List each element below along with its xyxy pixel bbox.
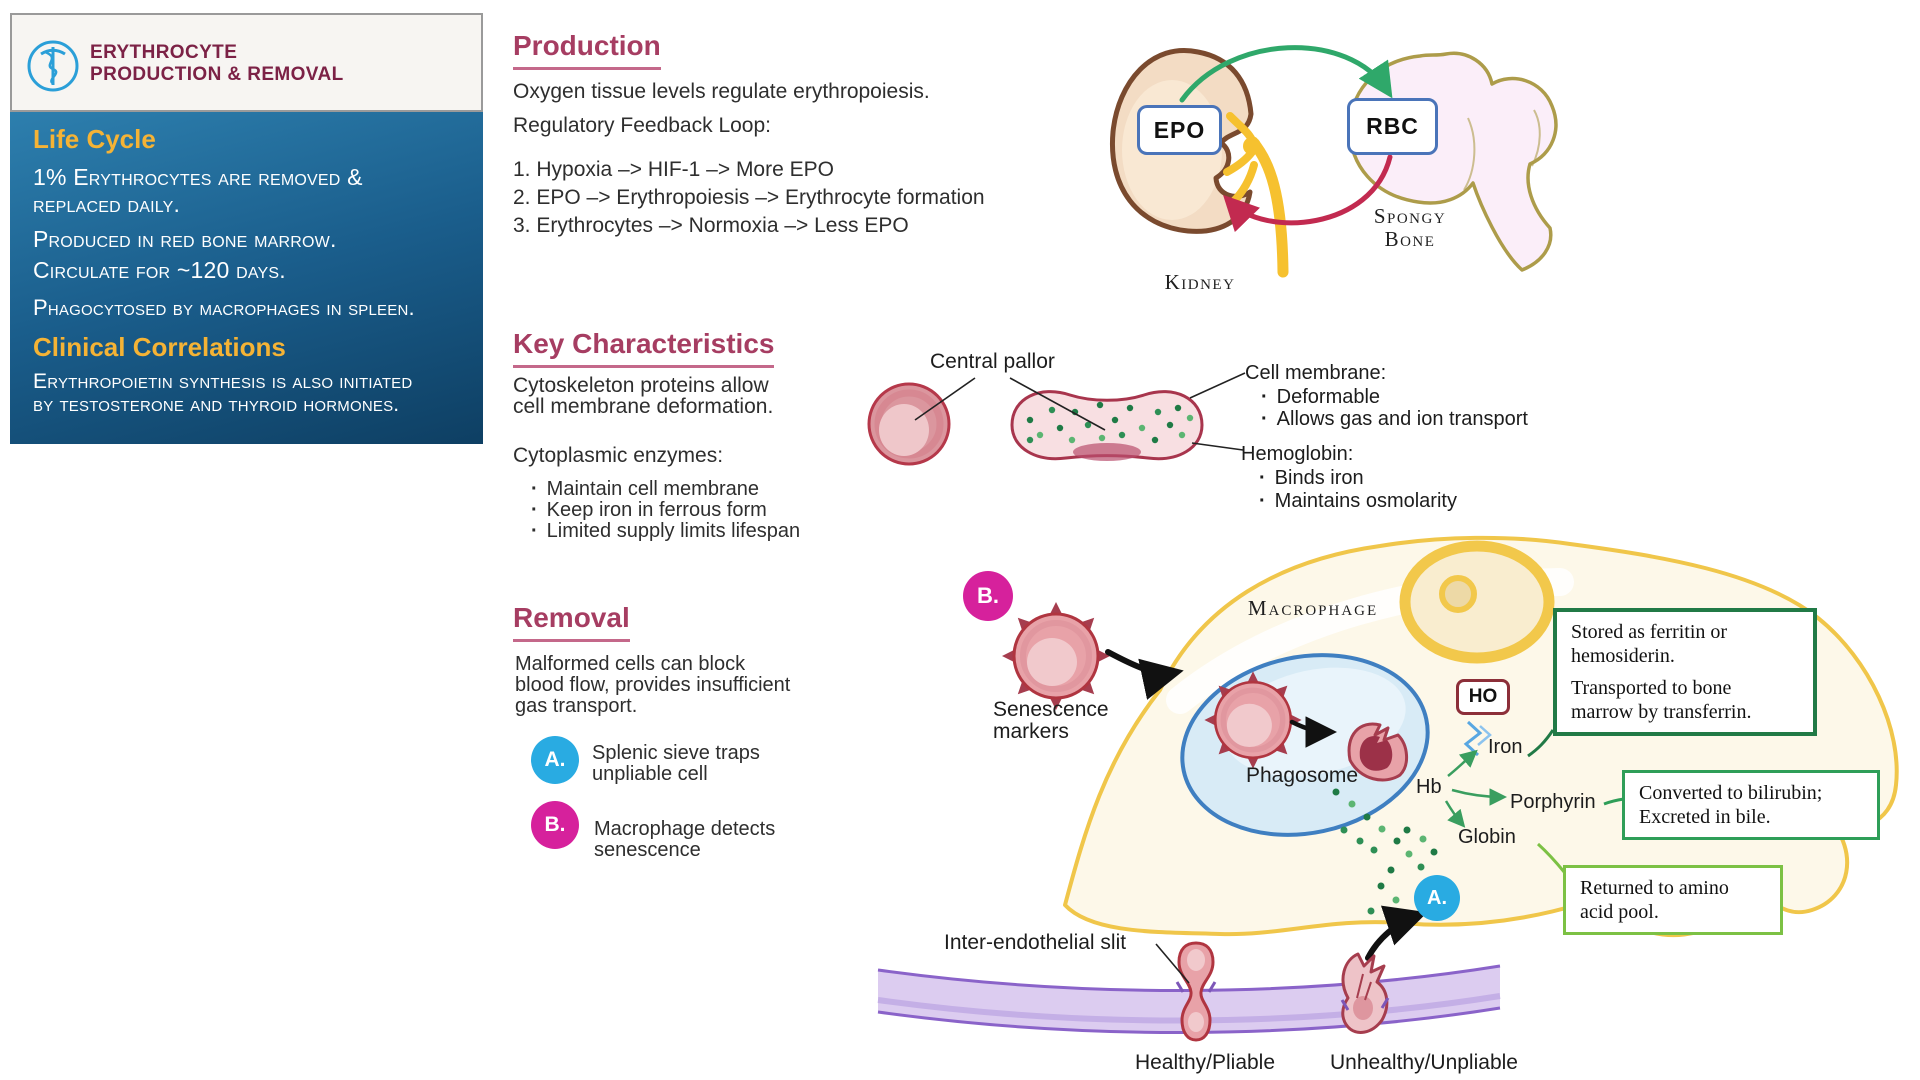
hb-product-arrows (1444, 749, 1507, 828)
trapped-cell-arrow (1365, 905, 1428, 961)
production-heading: Production (513, 30, 661, 70)
life-cycle-heading: Life Cycle (33, 124, 156, 154)
page-title-line2: PRODUCTION & REMOVAL (90, 64, 344, 85)
step-b-text: Macrophage detects (594, 818, 776, 840)
diagram-a-badge: A. (1414, 875, 1460, 921)
key-characteristics-intro: cell membrane deformation. (513, 395, 774, 418)
senescence-markers-label: Senescence (993, 698, 1109, 721)
hemoglobin-bullet: Maintains osmolarity (1259, 490, 1457, 513)
label-pointer-lines (914, 372, 1246, 451)
feedback-loop-illustration (1109, 45, 1558, 278)
healthy-pliable-label: Healthy/Pliable (1134, 1051, 1276, 1074)
cell-membrane-label: Cell membrane: (1245, 362, 1387, 384)
caduceus-icon (27, 40, 79, 92)
feedback-step: 1. Hypoxia –> HIF-1 –> More EPO (513, 158, 834, 181)
production-intro: Oxygen tissue levels regulate erythropoi… (513, 80, 930, 103)
porphyrin-fate-text: Converted to bilirubin; (1639, 782, 1823, 804)
globin-label: Globin (1458, 826, 1516, 848)
spongy-bone-label: Spongy (1373, 204, 1447, 228)
feedback-step: 2. EPO –> Erythropoiesis –> Erythrocyte … (513, 186, 985, 209)
epo-to-rbc-arrow (1179, 45, 1393, 103)
life-cycle-panel: Life Cycle 1% Erythrocytes are removed &… (10, 112, 483, 444)
clinical-correlations-heading: Clinical Correlations (33, 332, 286, 362)
inter-endothelial-slit-label: Inter-endothelial slit (944, 931, 1127, 954)
iron-label: Iron (1488, 736, 1523, 758)
feedback-loop-label: Regulatory Feedback Loop: (513, 114, 771, 137)
step-a-text: unpliable cell (592, 763, 708, 785)
healthy-cell (1175, 941, 1217, 1042)
life-cycle-item: replaced daily. (33, 191, 181, 217)
unhealthy-unpliable-label: Unhealthy/Unpliable (1330, 1051, 1518, 1074)
lysed-rbc-fragment (1347, 722, 1408, 782)
rbc-to-kidney-arrow (1223, 154, 1393, 233)
iron-fate-text: marrow by transferrin. (1571, 701, 1752, 723)
life-cycle-item: Circulate for ~120 days. (33, 257, 286, 283)
spongy-bone-label: Bone (1384, 227, 1436, 251)
life-cycle-item: Phagocytosed by macrophages in spleen. (33, 295, 415, 320)
step-b-badge: B. (531, 801, 579, 849)
rbc-cross-section (1010, 390, 1204, 461)
globin-note-connector (1536, 842, 1567, 874)
rbc-node: RBC (1347, 98, 1438, 155)
hemoglobin-bullet: Binds iron (1259, 467, 1364, 490)
cytoplasmic-enzymes-label: Cytoplasmic enzymes: (513, 444, 724, 467)
porphyrin-fate-text: Excreted in bile. (1639, 806, 1771, 828)
iron-fate-text: hemosiderin. (1571, 645, 1675, 667)
iron-fate-note: Stored as ferritin or hemosiderin. Trans… (1553, 608, 1817, 736)
iron-note-connector (1527, 729, 1555, 758)
central-pallor-label: Central pallor (930, 350, 1055, 373)
globin-fate-text: acid pool. (1580, 901, 1659, 923)
clinical-correlations-text: by testosterone and thyroid hormones. (33, 393, 400, 416)
kidney-label: Kidney (1164, 270, 1236, 294)
enzyme-bullet: Keep iron in ferrous form (531, 499, 767, 522)
unhealthy-cell (1340, 952, 1390, 1034)
feedback-step: 3. Erythrocytes –> Normoxia –> Less EPO (513, 214, 909, 237)
key-characteristics-intro: Cytoskeleton proteins allow (513, 374, 769, 397)
porphyrin-label: Porphyrin (1510, 791, 1596, 813)
enzyme-bullet: Limited supply limits lifespan (531, 520, 800, 543)
epo-node: EPO (1137, 105, 1222, 155)
cell-membrane-bullet: Deformable (1261, 386, 1380, 409)
cell-membrane-bullet: Allows gas and ion transport (1261, 408, 1528, 431)
rbc-morphology-illustration (867, 372, 1246, 466)
removal-intro: blood flow, provides insufficient (515, 674, 791, 696)
globin-fate-note: Returned to amino acid pool. (1563, 865, 1783, 935)
macrophage-label: Macrophage (1247, 596, 1379, 620)
step-b-text: senescence (594, 839, 701, 861)
renal-pelvis-ureter (1223, 112, 1289, 278)
diagram-b-badge: B. (963, 571, 1013, 621)
removal-intro: gas transport. (515, 695, 638, 717)
step-a-badge: A. (531, 736, 579, 784)
hemoglobin-dots (1026, 401, 1194, 444)
digestion-arrow (1289, 716, 1337, 748)
slit-pointer-line (1155, 943, 1190, 984)
life-cycle-item: Produced in red bone marrow. (33, 226, 337, 252)
iron-fate-text: Stored as ferritin or (1571, 621, 1728, 643)
enzyme-bullet: Maintain cell membrane (531, 478, 759, 501)
hemoglobin-label: Hemoglobin: (1241, 443, 1354, 465)
rbc-top-view (867, 382, 951, 466)
clinical-correlations-text: Erythropoietin synthesis is also initiat… (33, 370, 413, 393)
senescence-markers-label: markers (993, 720, 1069, 743)
heme-oxygenase-node: HO (1456, 679, 1510, 715)
removal-heading: Removal (513, 602, 630, 642)
porphyrin-fate-note: Converted to bilirubin; Excreted in bile… (1622, 770, 1880, 840)
phagosome-label: Phagosome (1246, 764, 1359, 787)
page-title: ERYTHROCYTE PRODUCTION & REMOVAL (90, 42, 344, 86)
senescent-rbc (1002, 602, 1110, 710)
key-characteristics-heading: Key Characteristics (513, 328, 775, 368)
step-a-text: Splenic sieve traps (592, 742, 760, 764)
engulf-arrow (1105, 649, 1184, 700)
header-card: ERYTHROCYTE PRODUCTION & REMOVAL (10, 13, 483, 112)
page-title-line1: ERYTHROCYTE (90, 42, 238, 63)
removal-intro: Malformed cells can block (515, 653, 746, 675)
iron-fate-text: Transported to bone (1571, 677, 1732, 699)
heme-oxygenase-zigzag-icon (1463, 720, 1492, 757)
engulfed-rbc (1204, 671, 1301, 768)
globin-fate-text: Returned to amino (1580, 877, 1729, 899)
hb-label: Hb (1416, 776, 1442, 798)
life-cycle-item: 1% Erythrocytes are removed & (33, 164, 363, 190)
heme-dots (1332, 788, 1438, 915)
macrophage-nucleus (1399, 540, 1555, 664)
